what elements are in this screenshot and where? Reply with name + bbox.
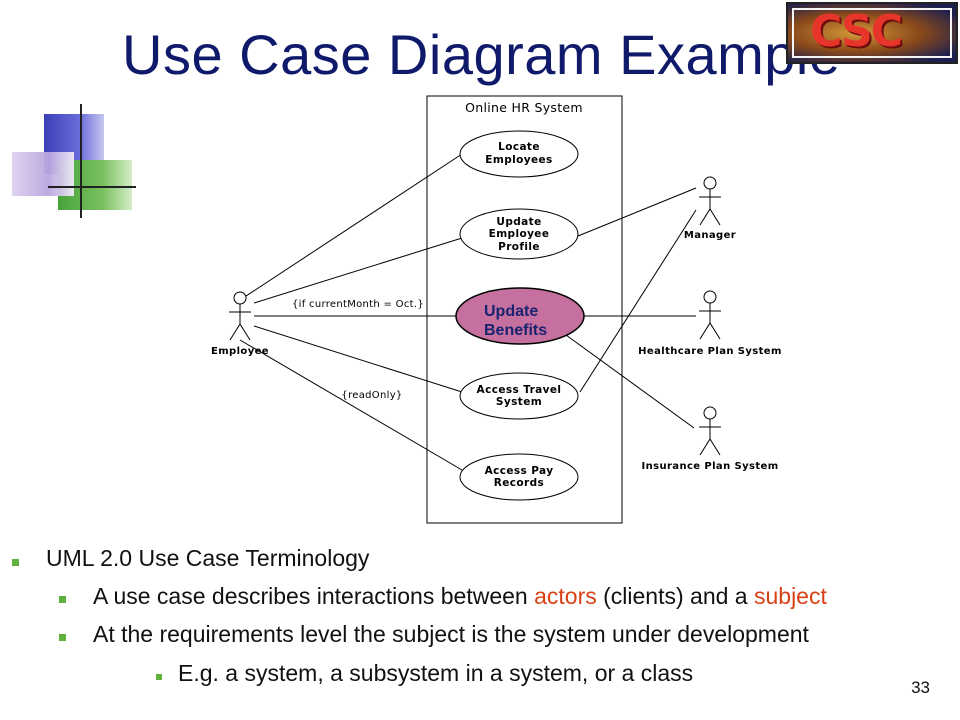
assoc-employee-access-travel xyxy=(253,325,463,393)
actor-employee-label: Employee xyxy=(211,346,269,357)
bullet-marker xyxy=(59,596,66,603)
use-case-shape-highlighted xyxy=(455,287,585,345)
actor-insurance-figure xyxy=(699,406,721,456)
assoc-employee-update-profile xyxy=(253,237,463,304)
system-name: Online HR System xyxy=(465,100,583,115)
bullet-text: E.g. a system, a subsystem in a system, … xyxy=(178,660,694,686)
actor-leg xyxy=(699,322,711,340)
use-case-label-line: Locate xyxy=(498,141,540,153)
system-boundary xyxy=(426,95,623,524)
decor-horizontal-line xyxy=(48,186,136,188)
actor-leg xyxy=(229,323,241,341)
use-case-shape xyxy=(459,130,579,178)
assoc-manager-access-travel xyxy=(579,209,697,393)
bullet-marker xyxy=(12,559,19,566)
assoc-manager-update-profile xyxy=(577,187,697,237)
logo-text: CSC xyxy=(810,6,903,57)
associations xyxy=(239,153,697,471)
bullet-text: UML 2.0 Use Case Terminology xyxy=(46,545,370,571)
use-case-label-line: Employee xyxy=(489,228,550,240)
assoc-insurance-update-benefits xyxy=(565,334,695,429)
bullet-level3: E.g. a system, a subsystem in a system, … xyxy=(156,660,694,687)
bullet-text: A use case describes interactions betwee… xyxy=(93,583,535,609)
actor-healthcare-figure xyxy=(699,290,721,340)
use-case-shape xyxy=(459,453,579,501)
use-case-label-line: Update xyxy=(496,216,541,228)
actor-head xyxy=(703,290,717,304)
actor-insurance-label: Insurance Plan System xyxy=(641,461,778,472)
actor-manager-figure xyxy=(699,176,721,226)
term-subject: subject xyxy=(753,583,827,609)
actor-head xyxy=(233,291,247,305)
use-case-label-line: Update xyxy=(484,303,538,320)
logo-frame xyxy=(792,8,952,58)
use-case-label-line: System xyxy=(496,396,542,408)
actor-leg xyxy=(709,322,721,340)
constraint-current-month: {if currentMonth = Oct.} xyxy=(292,299,424,310)
use-case-shape xyxy=(459,372,579,420)
use-case-label-line: Profile xyxy=(498,241,540,253)
actor-healthcare-label: Healthcare Plan System xyxy=(638,346,782,357)
bullet-level2: A use case describes interactions betwee… xyxy=(59,583,827,610)
constraint-read-only: {readOnly} xyxy=(341,390,402,401)
actor-leg xyxy=(699,438,711,456)
use-case-label-line: Employees xyxy=(485,154,552,166)
bullet-level2: At the requirements level the subject is… xyxy=(59,621,809,648)
bullet-text: (clients) and a xyxy=(596,583,754,609)
use-case-shape xyxy=(459,208,579,260)
use-case-access-pay-records: Access Pay Records xyxy=(459,453,579,501)
actor-leg xyxy=(699,208,711,226)
use-case-locate-employees: Locate Employees xyxy=(459,130,579,178)
term-actors: actors xyxy=(534,583,597,609)
use-case-label-line: Access Pay xyxy=(485,465,554,477)
actor-leg xyxy=(709,208,721,226)
use-case-label-line: Access Travel xyxy=(477,384,562,396)
actor-head xyxy=(703,176,717,190)
actor-employee-figure xyxy=(229,291,251,341)
assoc-employee-access-pay xyxy=(239,339,463,471)
actor-manager-label: Manager xyxy=(684,230,736,241)
decor-vertical-line xyxy=(80,104,82,218)
csc-logo: CSC xyxy=(786,2,958,64)
page-number: 33 xyxy=(911,678,930,697)
use-case-label-line: Benefits xyxy=(484,322,547,339)
actor-leg xyxy=(709,438,721,456)
actor-leg xyxy=(239,323,251,341)
use-case-update-employee-profile: Update Employee Profile xyxy=(459,208,579,260)
use-case-update-benefits: Update Benefits xyxy=(455,287,585,345)
assoc-employee-locate xyxy=(239,153,463,301)
use-case-access-travel-system: Access Travel System xyxy=(459,372,579,420)
bullet-marker xyxy=(156,674,162,680)
bullet-level1: UML 2.0 Use Case Terminology xyxy=(12,545,370,572)
bullet-marker xyxy=(59,634,66,641)
use-case-label-line: Records xyxy=(494,477,544,489)
slide-title: Use Case Diagram Example xyxy=(122,23,841,86)
actor-head xyxy=(703,406,717,420)
bullet-text: At the requirements level the subject is… xyxy=(93,621,809,647)
decor-lavender-square xyxy=(12,152,74,196)
